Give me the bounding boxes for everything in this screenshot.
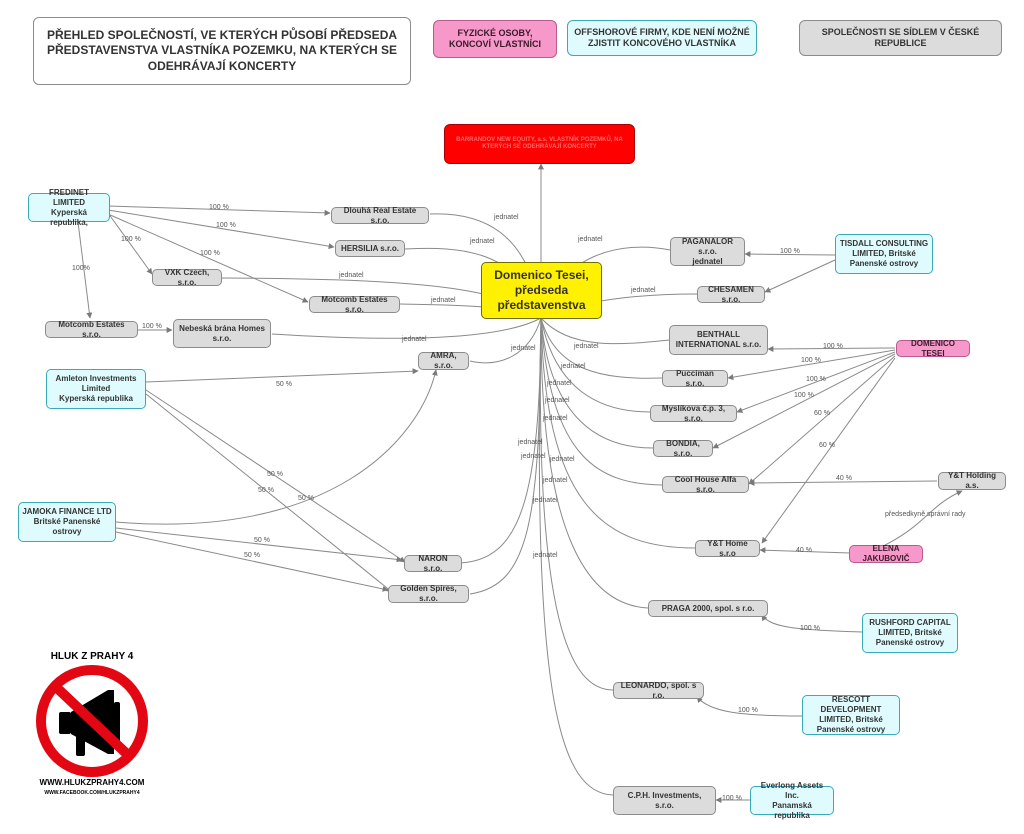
legend-offshore: OFFSHOROVÉ FIRMY, KDE NENÍ MOŽNÉ ZJISTIT… [567, 20, 757, 56]
edge-label-jednatel: jednatel [431, 297, 456, 304]
node-myslikova: Myslíkova č.p. 3, s.r.o. [650, 404, 737, 423]
node-everlong: Everlong Assets Inc. Panamská republika [750, 781, 834, 820]
edge-label-jednatel: jednatel [402, 336, 427, 343]
edge-label-percent: 100 % [121, 236, 141, 243]
edge-label-jednatel: jednatel [574, 343, 599, 350]
node-coolhouse: Cool House Alfa s.r.o. [662, 475, 749, 494]
edge-label-jednatel: jednatel [545, 397, 570, 404]
edge-label-percent: 100 % [216, 222, 236, 229]
edge-label-percent: 100 % [794, 392, 814, 399]
edge-label-percent: 40 % [836, 475, 852, 482]
edge-label-percent: 40 % [796, 547, 812, 554]
node-golden: Golden Spires, s.r.o. [388, 584, 469, 603]
edge-label-jednatel: jednatel [533, 552, 558, 559]
node-tisdall: TISDALL CONSULTING LIMITED, Britské Pane… [835, 234, 933, 274]
edge-label-percent: 100 % [780, 248, 800, 255]
edge-label-jednatel: jednatel [543, 477, 568, 484]
edge-label-percent: 100% [72, 265, 90, 272]
edge-label-percent: 50 % [244, 552, 260, 559]
legend-persons: FYZICKÉ OSOBY, KONCOVÍ VLASTNÍCI [433, 20, 557, 58]
node-chesamen: CHESAMEN s.r.o. [697, 285, 765, 304]
node-motcomb-estates: Motcomb Estates s.r.o. [309, 295, 400, 314]
edge-label-jednatel: jednatel [521, 453, 546, 460]
node-fredinet: FREDINET LIMITED Kyperská republika, [28, 188, 110, 227]
edge-label-percent: 50 % [267, 471, 283, 478]
node-yt-home: Y&T Home s.r.o [695, 539, 760, 558]
edge-label-jednatel: jednatel [547, 380, 572, 387]
barrandov-box: BARRANDOV NEW EQUITY, a.s. VLASTNÍK POZE… [444, 124, 635, 164]
logo-heading: HLUK Z PRAHY 4 [50, 651, 134, 662]
edge-label-jednatel: jednatel [631, 287, 656, 294]
edge-label-percent: 100 % [806, 376, 826, 383]
edge-label-jednatel: jednatel [550, 456, 575, 463]
edge-label-jednatel: jednatel [470, 238, 495, 245]
edge-label-percent: 100 % [823, 343, 843, 350]
edge-label-percent: 100 % [800, 625, 820, 632]
page-title: PŘEHLED SPOLEČNOSTÍ, VE KTERÝCH PŮSOBÍ P… [33, 17, 411, 85]
node-paganalor: PAGANALOR s.r.o. jednatel [670, 237, 745, 266]
edge-label-percent: 60 % [814, 410, 830, 417]
node-rescott: RESCOTT DEVELOPMENT LIMITED, Britské Pan… [802, 695, 900, 735]
edge-label-jednatel: jednatel [543, 415, 568, 422]
node-leonardo: LEONARDO, spol. s r.o. [613, 681, 704, 700]
edge-label-percent: 50 % [298, 495, 314, 502]
edge-label-jednatel: jednatel [561, 363, 586, 370]
node-hersilia: HERSILIA s.r.o. [335, 240, 405, 257]
edge-label-jednatel: jednatel [339, 272, 364, 279]
node-dlouha: Dlouhá Real Estate s.r.o. [331, 206, 429, 225]
node-rushford: RUSHFORD CAPITAL LIMITED, Britské Panens… [862, 613, 958, 653]
edge-label-jednatel: jednatel [518, 439, 543, 446]
edge-label-percent: 100 % [722, 795, 742, 802]
node-amleton: Amleton Investments Limited Kyperská rep… [46, 369, 146, 409]
node-motcomb-estates-2: Motcomb Estates s.r.o. [45, 320, 138, 339]
megaphone-logo-icon [36, 665, 148, 777]
node-bondia: BONDIA, s.r.o. [653, 439, 713, 458]
node-yt-holding: Y&T Holding a.s. [938, 471, 1006, 490]
node-vxk: VXK Czech, s.r.o. [152, 268, 222, 287]
edge-label-percent: 100 % [200, 250, 220, 257]
node-elena: ELENA JAKUBOVIČ [849, 544, 923, 563]
node-cph: C.P.H. Investments, s.r.o. [613, 786, 716, 815]
center-node: Domenico Tesei, předseda představenstva [481, 262, 602, 319]
node-tesei-person: DOMENICO TESEI [896, 339, 970, 358]
edge-label-percent: 50 % [258, 487, 274, 494]
edge-label-percent: 100 % [801, 357, 821, 364]
edge-label-percent: 50 % [254, 537, 270, 544]
node-praga: PRAGA 2000, spol. s r.o. [648, 600, 768, 617]
legend-czech: SPOLEČNOSTI SE SÍDLEM V ČESKÉ REPUBLICE [799, 20, 1002, 56]
edge-label-jednatel: jednatel [578, 236, 603, 243]
edge-label-percent: 100 % [738, 707, 758, 714]
edge-label-percent: 60 % [819, 442, 835, 449]
edge-label-percent: 100 % [209, 204, 229, 211]
edge-label-percent: 50 % [276, 381, 292, 388]
node-benthall: BENTHALL INTERNATIONAL s.r.o. [669, 325, 768, 355]
logo-facebook[interactable]: WWW.FACEBOOK.COM/HLUKZPRAHY4 [44, 790, 140, 796]
node-amra: AMRA, s.r.o. [418, 351, 469, 370]
edge-label-chair: předsedkyně správní rady [885, 511, 966, 518]
edge-label-jednatel: jednatel [494, 214, 519, 221]
node-nebeska: Nebeská brána Homes s.r.o. [173, 319, 271, 348]
node-naron: NARON s.r.o. [404, 554, 462, 573]
node-jamoka: JAMOKA FINANCE LTD Britské Panenské ostr… [18, 502, 116, 542]
logo-web[interactable]: WWW.HLUKZPRAHY4.COM [39, 778, 145, 787]
edge-label-percent: 100 % [142, 323, 162, 330]
edge-label-jednatel: jednatel [511, 345, 536, 352]
node-pucciman: Pucciman s.r.o. [662, 369, 728, 388]
edge-label-jednatel: jednatel [533, 497, 558, 504]
